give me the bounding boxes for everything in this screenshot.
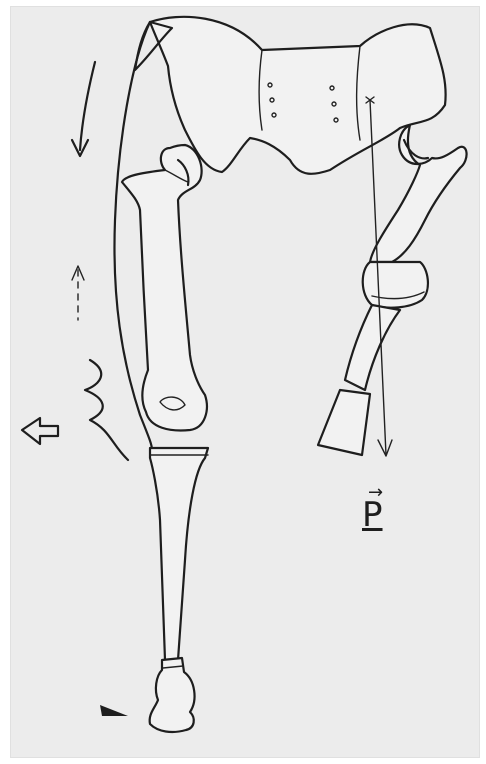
force-vector-label: → P: [362, 498, 383, 532]
right-tibia: [318, 305, 400, 455]
down-arrow-shaft: [80, 62, 95, 150]
left-foot: [100, 658, 195, 732]
vector-arrow-icon: →: [368, 484, 383, 502]
right-femur: [370, 125, 467, 262]
left-tibia: [150, 448, 208, 660]
hoof-mark: [100, 705, 128, 716]
motion-arrows: [22, 62, 128, 460]
right-patella-knee: [363, 262, 428, 308]
wavy-muscle-mark: [85, 360, 128, 460]
left-femur: [122, 145, 207, 430]
left-arrow-icon: [22, 418, 58, 444]
